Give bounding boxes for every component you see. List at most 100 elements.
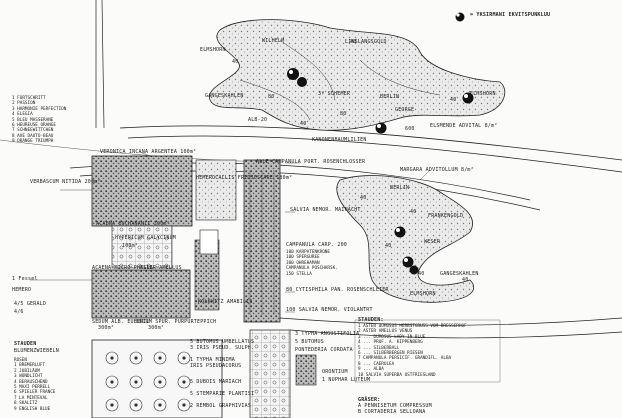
list-item: 5 BLEU MASSERANE [12, 117, 54, 123]
north-bed-num: 40 [450, 97, 457, 103]
list-item: 6 ... SILBERBERGEN RIESEN [358, 351, 423, 357]
mid-bed-num: 40 [360, 195, 367, 201]
north-bed-label-right2: ELMSHORN [470, 91, 496, 97]
north-bed-label-left: ELMSHORN [200, 47, 226, 53]
list-item: 1 BREMERLUFT [14, 363, 46, 369]
list-item: 150 STELLA [286, 271, 312, 277]
bottom-center-b: 3 IRIS PSEUD. SULPH. [190, 345, 255, 351]
left-block-row2-a: SEDUM ALB. EUBERIL [92, 319, 150, 325]
list-item: ROSEN [14, 358, 27, 363]
bottom-center-c: 1 TYPHA MINIMA [190, 357, 235, 363]
list-item: 7 LA MINTEVAL [14, 395, 48, 401]
list-item: 3 WONDLICHT [14, 374, 43, 380]
right-legend-foot1: GRÄSER: [358, 397, 381, 403]
list-item: 9 ENGLISH BLUE [14, 406, 51, 412]
north-bed-label-mid: 3ª SCHEMER [318, 91, 351, 97]
left-notes-list: 1 FORTSCHRITT 2 PASSION 3 HARMONIE PERFE… [12, 96, 66, 145]
left-block-side-label: VERBASCUM NITIDA 200m² [30, 179, 101, 185]
bottom-right-e: 1 NUPHAR LUTEUM [322, 377, 371, 383]
list-item: 3 HARMONIE PERFECTION [12, 106, 67, 112]
left-block-row2-b: SEDUM SPUR. PURPURTEPPICH [136, 319, 217, 325]
central-strip-label-2: SALVIA NEMOR. MAINACHT [290, 207, 361, 213]
north-bed-num: 600 [405, 126, 415, 132]
north-bed-num: 80 [268, 94, 275, 100]
list-item: 9 ORANGE TRIUMPH [12, 139, 54, 145]
bottom-center-a: 5 BUTOMUS UMBELLATUS [190, 339, 255, 345]
left-small-c: 4/5 GERALD [14, 301, 47, 307]
north-bed-label-top1: WILHELM [262, 38, 285, 44]
list-item: 8 SKALITZ [14, 401, 38, 407]
left-small-d: 4/6 [14, 309, 24, 315]
north-bed-num: 40 [350, 39, 357, 45]
left-block-dims-b: 300m² [148, 325, 165, 331]
list-item: 300 OHREHAMAN [286, 260, 320, 266]
bottom-right-d: ORONTIUM [322, 369, 348, 375]
central-strip-label-4: 80 CYTISPHILA PAN. ROSENSCHLEIER [286, 287, 389, 293]
list-item: 100 KARPATENKRONE [286, 250, 330, 255]
left-block-dims-a: 300m² [98, 325, 115, 331]
left-block-top-label: VERONICA INCANA ARGENTEA 100m² [100, 149, 197, 155]
list-item: 9 ... ALBA [358, 367, 384, 373]
list-item: 1 FORTSCHRITT [12, 96, 46, 101]
bottom-right-a: 3 TYPHA ANGUSTIFOLIA [295, 331, 360, 337]
central-strip-label-3: CAMPANULA CARP. 200 [286, 242, 347, 248]
right-legend-foot3: B CORTADERIA SELLOANA [358, 409, 426, 415]
bottom-left-list: ROSEN 1 BREMERLUFT 2 JUBILÄUM 3 WONDLICH… [14, 358, 55, 412]
list-item: 4 BERAUSCHEND [14, 379, 48, 385]
right-legend-foot2: A PENNISETUM COMPRESSUM [358, 403, 432, 409]
mid-bed-num: 40 [418, 271, 425, 277]
left-block-row1-a: ACAENA MICRO-PHYLLA [92, 265, 153, 271]
north-bed-label-left2: GANGESKAHLEN [205, 93, 244, 99]
left-small-a: 1 Fessel [12, 276, 38, 282]
mid-bed-label-5: ELMSHORN [410, 291, 436, 297]
mid-bed-label-4: GANGESKAHLEN [440, 271, 479, 277]
mid-bed-num: 40 [385, 243, 392, 249]
list-item: 4 ... PROF. A. KIPPENBERG [358, 340, 423, 346]
mid-bed-num: 40 [462, 277, 469, 283]
left-block-sub-hyp: 100m² [122, 243, 139, 249]
list-item: 6 HEUREUSE ORANGE [12, 123, 56, 129]
mid-bed-label-2: FRANKENGOLD [428, 213, 464, 219]
list-item: 8 ... CAERULEA [358, 361, 395, 367]
list-item: 100 SPERGUREE [286, 255, 320, 261]
north-bed-label-right1: BERLIN [380, 94, 400, 100]
mid-bed-num: 40 [410, 209, 417, 215]
bottom-center-e: 5 DUBOIS MARIACH [190, 379, 242, 385]
right-legend-title: STAUDEN: [358, 317, 384, 323]
list-item: 10 SALVIA SUPERBA OSTFRIESLAND [358, 372, 436, 378]
bottom-center-d: IRIS PSEUDACORUS [190, 363, 242, 369]
bottom-center-g: 2 REMBOL GRAPHIVIAS [190, 403, 251, 409]
left-small-b: HEMERO [12, 287, 32, 293]
mid-bed-label-1: BERLIN [390, 185, 410, 191]
legend-top: = YKSIRMANI EKVITSPUNKLUU [470, 12, 551, 18]
north-bed-label-right3: GEORGE [395, 107, 415, 113]
list-item: 2 JUBILÄUM [14, 368, 40, 374]
central-strip-label-top: ALLE CAMPANULA PORT. ROSENCHLOSSER [256, 159, 366, 165]
north-bed-num: 40 [232, 59, 239, 65]
mid-bed-label-3: WESER [424, 239, 441, 245]
central-strip-list: 100 KARPATENKRONE 100 SPERGUREE 300 OHRE… [286, 250, 338, 277]
list-item: 5 MAXI PERRELL [14, 385, 51, 391]
list-item: 6 SPIELER FRANCE [14, 390, 56, 396]
list-item: 2 PASSION [12, 101, 36, 107]
north-bed-num: 80 [340, 111, 347, 117]
bottom-right-b: 5 BUTOMUS [295, 339, 324, 345]
list-item: CAMPANULA POSCHARSK. [286, 266, 338, 272]
north-bed-label-area: ELSMENDE ADVITAL 8/m² [430, 123, 498, 129]
bottom-center-f: 5 STEMPARIE PLANTISI [190, 391, 255, 397]
list-item: 7 SCHNEEWITTCHEN [12, 128, 54, 134]
bottom-right-c: PONTEDERIA CORDATA [295, 347, 353, 353]
left-block-row1-b: ASTER AMELLUS [140, 265, 182, 271]
list-item: 7 CAMPANULA PERSICIF. GRANDIFL. ALBA [358, 356, 452, 362]
right-legend-list: 1 ASTER DUMOSUS HERBSTGRUSS VOM BRESSERH… [358, 324, 467, 378]
list-item: 8 AVE DAUTO-BEAU [12, 133, 54, 139]
left-block-kolkwitz: KOLKWITZ AMABILIS [198, 299, 253, 305]
bottom-left-title: STAUDEN [14, 341, 37, 347]
list-item: 1 ASTER DUMOSUS HERBSTGRUSS VOM BRESSERH… [358, 324, 467, 329]
left-block-under-a: ACAENA BUCHANANII 300m² [96, 221, 170, 227]
list-item: 3 ... DUMOSUS LADY IN BLUE [358, 334, 426, 340]
list-item: 4 ELEGIA [12, 112, 33, 118]
left-block-hypericum: HYPERICUM CALYCINUM [115, 235, 176, 241]
